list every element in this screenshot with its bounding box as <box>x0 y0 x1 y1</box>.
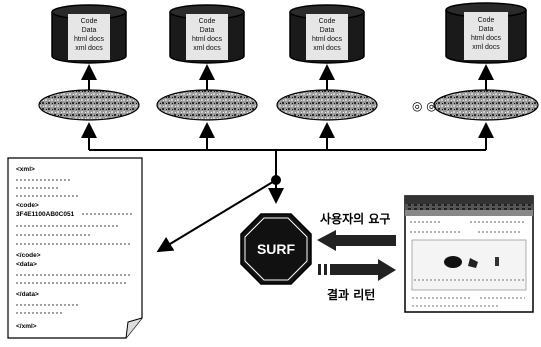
db-line-code: Code <box>199 18 216 25</box>
db-line-html: html docs <box>312 36 342 43</box>
wrapper-modules <box>39 90 538 120</box>
browser-blob-3 <box>495 257 499 266</box>
surf-node: SURF <box>241 214 311 284</box>
result-arrow: 결과 리턴 <box>318 259 396 302</box>
db-line-html: html docs <box>471 35 501 42</box>
db-line-code: Code <box>478 17 495 24</box>
db-line-data: Data <box>479 26 494 33</box>
db-line-xml: xml docs <box>313 45 341 52</box>
db-line-data: Data <box>200 27 215 34</box>
browser-window <box>405 196 533 312</box>
db-line-xml: xml docs <box>75 45 103 52</box>
database-2: Code Data html docs xml docs <box>170 5 244 63</box>
db-line-data: Data <box>320 27 335 34</box>
junction-dot <box>271 175 281 185</box>
db-line-xml: xml docs <box>472 44 500 51</box>
db-line-xml: xml docs <box>193 45 221 52</box>
doc-tag-xml-close: </xml> <box>16 323 37 330</box>
xml-document: <xml> <code> 3F4E1100AB0C051 </code> <da… <box>8 158 142 338</box>
db-line-html: html docs <box>74 36 104 43</box>
wrapper-3 <box>277 90 377 120</box>
surf-label: SURF <box>257 241 296 257</box>
wrapper-4 <box>434 90 538 120</box>
database-4: Code Data html docs xml docs <box>446 3 526 63</box>
database-1: Code Data html docs xml docs <box>52 5 126 63</box>
doc-tag-code-open: <code> <box>16 202 39 209</box>
doc-tag-data-open: <data> <box>16 261 37 268</box>
result-label: 결과 리턴 <box>327 287 375 302</box>
request-arrow: 사용자의 요구 <box>317 211 396 251</box>
request-label: 사용자의 요구 <box>320 211 390 226</box>
db-line-data: Data <box>82 27 97 34</box>
ellipsis-dots: ◎ ◎ <box>412 99 437 113</box>
db-line-code: Code <box>81 18 98 25</box>
database-3: Code Data html docs xml docs <box>290 5 364 63</box>
db-line-code: Code <box>319 18 336 25</box>
doc-code-value: 3F4E1100AB0C051 <box>16 211 75 218</box>
doc-tag-xml-open: <xml> <box>16 166 35 173</box>
wrapper-1 <box>39 90 139 120</box>
db-line-html: html docs <box>192 36 222 43</box>
wrapper-2 <box>157 90 257 120</box>
doc-tag-data-close: </data> <box>16 291 39 298</box>
doc-tag-code-close: </code> <box>16 252 41 259</box>
browser-blob-1 <box>444 256 462 268</box>
wrapper-to-db-arrows <box>89 68 486 90</box>
